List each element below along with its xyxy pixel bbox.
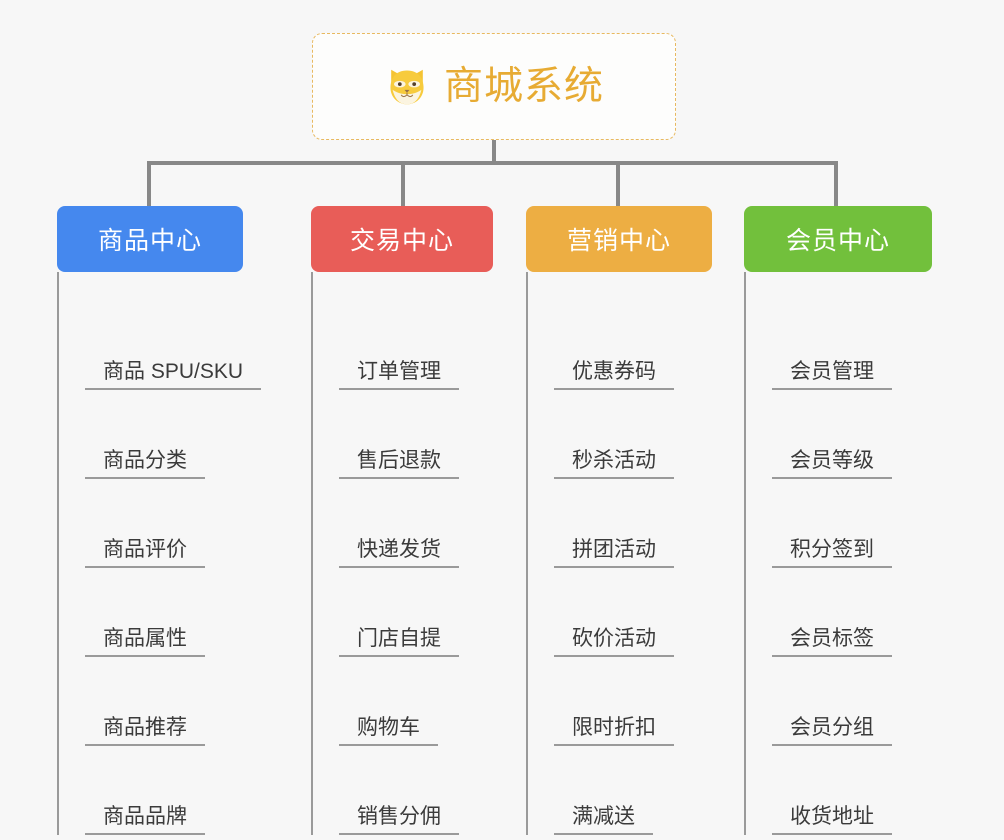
branch-column-product: 商品中心 商品 SPU/SKU 商品分类 商品评价 商品属性 商品推荐 商品品牌 — [57, 206, 262, 835]
category-header-product[interactable]: 商品中心 — [57, 206, 243, 272]
sub-item-label: 门店自提 — [339, 627, 459, 657]
list-item[interactable]: 订单管理 — [313, 272, 493, 390]
sub-item-label: 销售分佣 — [339, 805, 459, 835]
sub-item-list-trade: 订单管理 售后退款 快递发货 门店自提 购物车 销售分佣 — [311, 272, 493, 835]
list-item[interactable]: 门店自提 — [313, 568, 493, 657]
category-header-trade[interactable]: 交易中心 — [311, 206, 493, 272]
sub-item-label: 售后退款 — [339, 449, 459, 479]
sub-item-list-product: 商品 SPU/SKU 商品分类 商品评价 商品属性 商品推荐 商品品牌 — [57, 272, 262, 835]
branch-column-marketing: 营销中心 优惠券码 秒杀活动 拼团活动 砍价活动 限时折扣 满减送 — [526, 206, 712, 835]
list-item[interactable]: 商品属性 — [59, 568, 243, 657]
sub-item-label: 满减送 — [554, 805, 653, 835]
list-item[interactable]: 收货地址 — [746, 746, 932, 835]
sub-item-label: 收货地址 — [772, 805, 892, 835]
list-item[interactable]: 购物车 — [313, 657, 493, 746]
list-item[interactable]: 销售分佣 — [313, 746, 493, 835]
list-item[interactable]: 商品分类 — [59, 390, 243, 479]
sub-item-label: 订单管理 — [339, 360, 459, 390]
sub-item-list-marketing: 优惠券码 秒杀活动 拼团活动 砍价活动 限时折扣 满减送 — [526, 272, 712, 835]
connector-root-stem — [492, 140, 496, 163]
sub-item-label: 快递发货 — [339, 538, 459, 568]
list-item[interactable]: 商品推荐 — [59, 657, 243, 746]
sub-item-label: 商品 SPU/SKU — [85, 360, 262, 390]
branch-column-trade: 交易中心 订单管理 售后退款 快递发货 门店自提 购物车 销售分佣 — [311, 206, 493, 835]
list-item[interactable]: 快递发货 — [313, 479, 493, 568]
list-item[interactable]: 秒杀活动 — [528, 390, 712, 479]
list-item[interactable]: 满减送 — [528, 746, 712, 835]
list-item[interactable]: 限时折扣 — [528, 657, 712, 746]
sub-item-label: 限时折扣 — [554, 716, 674, 746]
root-node[interactable]: 商城系统 — [312, 33, 676, 140]
connector-drop-2 — [401, 161, 405, 206]
list-item[interactable]: 售后退款 — [313, 390, 493, 479]
sub-item-label: 商品品牌 — [85, 805, 205, 835]
list-item[interactable]: 积分签到 — [746, 479, 932, 568]
sub-item-label: 拼团活动 — [554, 538, 674, 568]
category-header-member[interactable]: 会员中心 — [744, 206, 932, 272]
list-item[interactable]: 商品 SPU/SKU — [59, 272, 262, 390]
list-item[interactable]: 商品评价 — [59, 479, 243, 568]
connector-horizontal-bus — [147, 161, 838, 165]
list-item[interactable]: 砍价活动 — [528, 568, 712, 657]
sub-item-label: 秒杀活动 — [554, 449, 674, 479]
sub-item-label: 会员标签 — [772, 627, 892, 657]
sub-item-label: 商品属性 — [85, 627, 205, 657]
category-header-marketing[interactable]: 营销中心 — [526, 206, 712, 272]
sub-item-label: 积分签到 — [772, 538, 892, 568]
sub-item-label: 优惠券码 — [554, 360, 674, 390]
shiba-dog-face-icon — [390, 69, 424, 104]
sub-item-list-member: 会员管理 会员等级 积分签到 会员标签 会员分组 收货地址 — [744, 272, 932, 835]
list-item[interactable]: 会员管理 — [746, 272, 932, 390]
sub-item-label: 商品推荐 — [85, 716, 205, 746]
connector-drop-4 — [834, 161, 838, 206]
connector-drop-1 — [147, 161, 151, 206]
sub-item-label: 会员等级 — [772, 449, 892, 479]
sub-item-label: 商品分类 — [85, 449, 205, 479]
list-item[interactable]: 会员等级 — [746, 390, 932, 479]
list-item[interactable]: 优惠券码 — [528, 272, 712, 390]
sub-item-label: 商品评价 — [85, 538, 205, 568]
list-item[interactable]: 会员分组 — [746, 657, 932, 746]
root-title: 商城系统 — [443, 65, 604, 108]
branch-column-member: 会员中心 会员管理 会员等级 积分签到 会员标签 会员分组 收货地址 — [744, 206, 932, 835]
connector-drop-3 — [616, 161, 620, 206]
list-item[interactable]: 商品品牌 — [59, 746, 243, 835]
list-item[interactable]: 拼团活动 — [528, 479, 712, 568]
sub-item-label: 会员分组 — [772, 716, 892, 746]
sub-item-label: 购物车 — [339, 716, 438, 746]
sub-item-label: 砍价活动 — [554, 627, 674, 657]
list-item[interactable]: 会员标签 — [746, 568, 932, 657]
sub-item-label: 会员管理 — [772, 360, 892, 390]
